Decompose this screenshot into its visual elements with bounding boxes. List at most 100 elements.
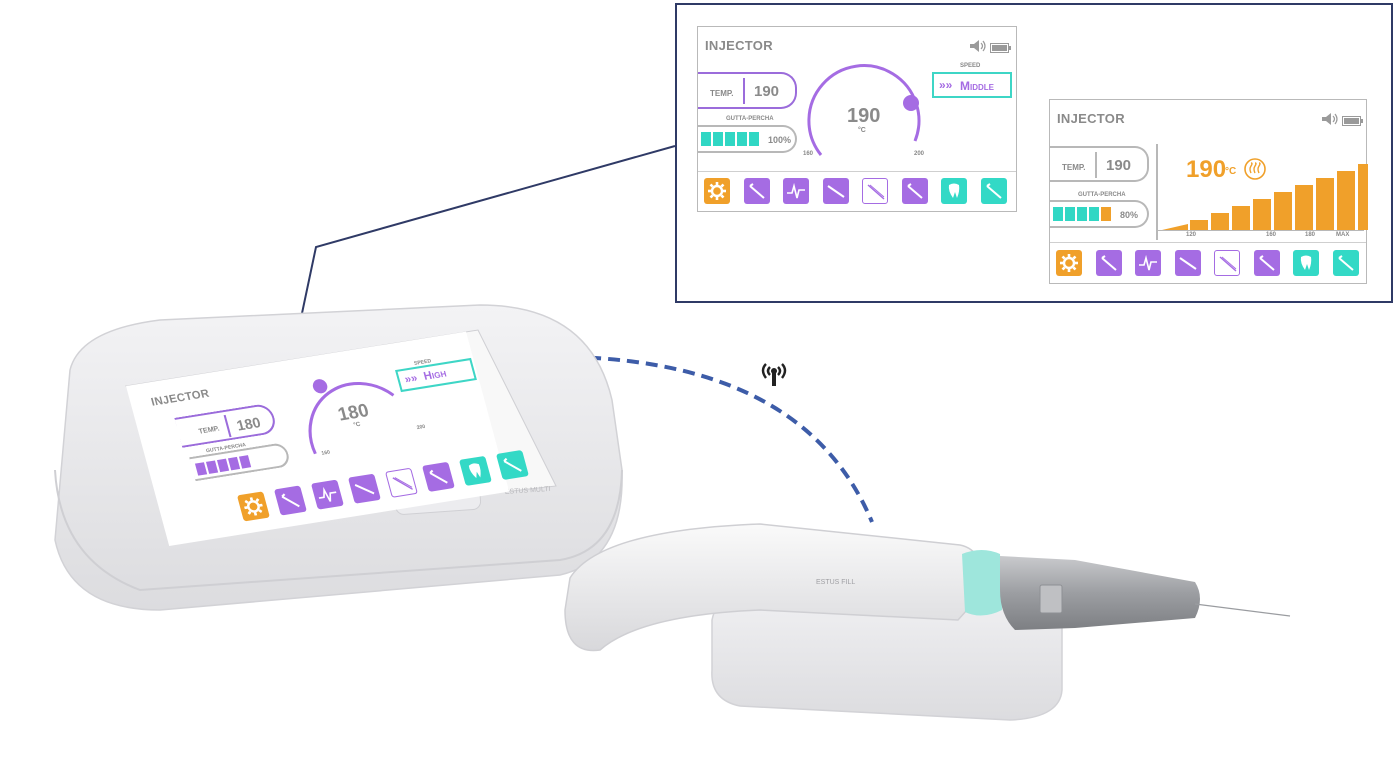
mode-button-tooth[interactable] [1293,250,1319,276]
handpiece-icon [274,485,300,508]
mode-button-apex[interactable] [1135,250,1161,276]
gutta-cell [1053,207,1063,221]
heat-bar [1337,171,1355,230]
heat-bar-chart [1162,164,1368,230]
gauge-max: 200 [416,423,427,432]
mode-button-handpiece[interactable] [1332,250,1359,276]
gutta-bar [1053,207,1113,226]
mode-button-handpiece[interactable] [980,178,1007,204]
gutta-cell [749,132,759,146]
handpiece-icon [422,462,448,484]
speaker-icon [970,39,988,57]
gutta-cell [216,458,230,473]
battery-icon [990,40,1012,58]
mode-button-injector[interactable] [1214,250,1240,276]
gutta-meter: 100% [698,125,797,153]
gutta-bar [701,132,761,151]
temp-divider [223,414,232,438]
injector-icon [386,469,413,490]
gutta-cell [725,132,735,146]
speaker-icon [1322,112,1340,130]
mode-button-apex[interactable] [310,479,344,510]
gutta-cell [737,132,747,146]
gutta-cell [205,460,219,474]
mode-button-row [698,176,1016,206]
mode-button-handpiece[interactable] [1253,250,1280,276]
handpiece-icon [496,450,522,472]
battery-icon [1342,113,1364,131]
mode-button-injector[interactable] [384,467,418,498]
temp-divider [1095,152,1097,178]
mode-button-apex[interactable] [783,178,809,204]
heat-bar [1316,178,1334,230]
heat-axis [1158,230,1364,231]
mode-button-gear[interactable] [1056,250,1082,276]
speed-value: High [422,367,448,383]
mode-button-gear[interactable] [236,491,270,522]
speed-selector[interactable]: »» Middle [932,72,1012,98]
gutta-meter: 80% [1050,200,1149,228]
mode-button-handpiece[interactable] [901,178,928,204]
mode-button-handpiece[interactable] [743,178,770,204]
gauge-max: 200 [914,151,925,157]
handpiece-head [1000,556,1200,630]
gutta-cell [1101,207,1111,221]
gauge-value: 190 [847,105,881,127]
mode-button-handpiece[interactable] [273,485,307,516]
mode-button-injector[interactable] [862,178,888,204]
heat-bar [1358,164,1368,230]
display-value: 190 [1186,156,1227,183]
temperature-gauge[interactable] [279,353,425,468]
wireless-icon [757,360,791,393]
heat-bar [1274,192,1292,230]
gutta-percent: 80% [1120,210,1139,220]
mode-button-file[interactable] [347,473,381,504]
mode-button-handpiece[interactable] [495,449,529,481]
mode-button-handpiece[interactable] [421,461,455,492]
gutta-percent: 100% [768,135,792,145]
axis-tick-1: 160 [1266,232,1277,238]
mode-button-gear[interactable] [704,178,730,204]
display-unit: °C [1225,166,1237,177]
handpiece-needle [1194,603,1291,617]
screen-divider [1050,242,1366,243]
speed-value: Middle [960,79,994,93]
handpiece-brand-label: ESTUS FILL [816,579,855,586]
device-screen[interactable]: INJECTOR TEMP. 180 GUTTA-PERCHA 180 °C 1… [126,319,597,576]
mode-button-file[interactable] [1174,250,1201,276]
temp-label: TEMP. [198,425,221,436]
screen-gauge-mode: INJECTOR TEMP. 190 GUTTA-PERCHA 100% 190… [697,26,1017,212]
heat-bar [1232,206,1250,230]
chevrons-icon: »» [403,372,419,386]
mode-button-tooth[interactable] [458,455,492,486]
heat-bar [1211,213,1229,230]
gauge-min: 160 [320,449,331,457]
speed-label: SPEED [960,63,981,69]
screen-title: INJECTOR [705,38,773,53]
mode-button-tooth[interactable] [941,178,967,204]
wireless-link-arc [531,354,874,523]
temperature-gauge[interactable] [803,63,933,173]
gear-icon [237,491,263,516]
temp-pill[interactable]: TEMP. 190 [698,72,797,109]
heat-chart-frame [1156,144,1158,240]
screen-heat-mode: INJECTOR TEMP. 190 GUTTA-PERCHA 80% 190 … [1049,99,1368,284]
screen-divider [698,171,1016,172]
tooth-icon [459,456,485,479]
temp-pill[interactable]: TEMP. 190 [1050,146,1149,182]
base-brand-label: ESTUS MULTI [505,486,551,496]
handpiece-head-window [1039,584,1063,614]
base-unit-lower-band [54,469,623,592]
handpiece-collar [962,550,1002,616]
gutta-cell [227,456,241,471]
gauge-unit: °C [352,421,362,429]
handpiece-body [564,523,986,652]
heat-bar [1190,220,1208,230]
heat-bar [1253,199,1271,230]
mode-button-handpiece[interactable] [1095,250,1122,276]
gutta-cell [238,455,252,469]
apex-icon [311,480,337,502]
screen-title: INJECTOR [1057,111,1125,126]
mode-button-file[interactable] [822,178,849,204]
gutta-cell [194,462,208,476]
